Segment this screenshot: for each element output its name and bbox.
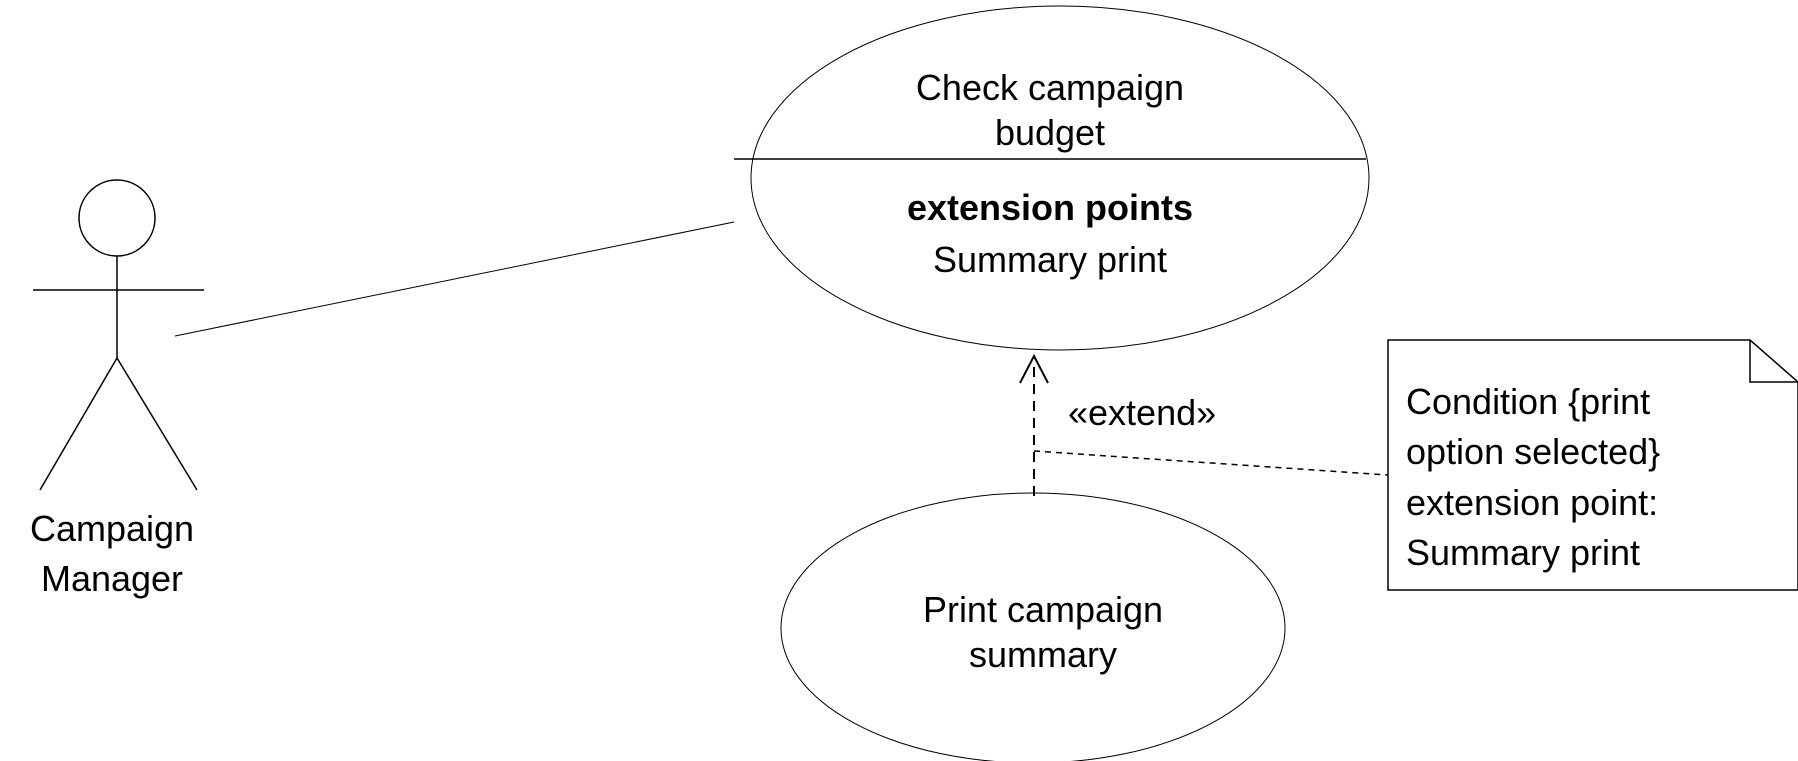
actor-right-leg — [116, 357, 198, 491]
use-case-title-line2: budget — [995, 112, 1105, 153]
actor-name-line1: Campaign — [30, 508, 194, 549]
note-line3: extension point: — [1406, 482, 1658, 523]
extend-relationship[interactable]: «extend» — [1019, 353, 1216, 496]
note-line1: Condition {print — [1406, 381, 1650, 422]
actor-left-leg — [39, 357, 118, 491]
note-anchor-line — [1033, 450, 1389, 476]
note-body — [1387, 339, 1798, 591]
extend-stereotype: «extend» — [1068, 392, 1216, 433]
extension-points-heading: extension points — [907, 187, 1193, 228]
use-case-title-line2: summary — [969, 634, 1117, 675]
actor-campaign-manager[interactable]: Campaign Manager — [30, 179, 204, 599]
extension-point-summary-print: Summary print — [933, 239, 1167, 280]
use-case-ellipse — [750, 5, 1370, 351]
association-line[interactable] — [174, 221, 735, 337]
note-line4: Summary print — [1406, 532, 1640, 573]
use-case-check-campaign-budget[interactable]: Check campaign budget extension points S… — [734, 5, 1370, 351]
condition-note[interactable]: Condition {print option selected} extens… — [1387, 339, 1798, 591]
note-line2: option selected} — [1406, 431, 1660, 472]
actor-name-line2: Manager — [41, 558, 183, 599]
actor-head — [78, 179, 156, 257]
note-folded-corner — [1749, 340, 1798, 383]
use-case-print-campaign-summary[interactable]: Print campaign summary — [780, 492, 1286, 761]
use-case-title-line1: Check campaign — [916, 67, 1184, 108]
extend-arrowhead — [1019, 353, 1049, 384]
use-case-title-line1: Print campaign — [923, 589, 1163, 630]
